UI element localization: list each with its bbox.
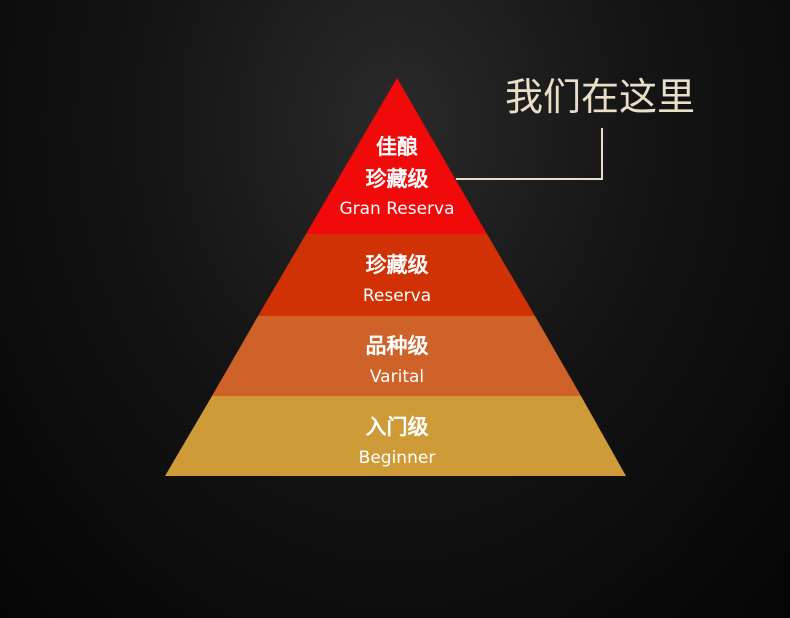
- tier-reserva-cn: 珍藏级: [366, 253, 429, 277]
- callout-label: 我们在这里: [505, 75, 695, 119]
- tier-beginner-en: Beginner: [359, 448, 436, 468]
- tier-gran-reserva-cn-line-2: 珍藏级: [366, 167, 429, 191]
- tier-varital-cn: 品种级: [366, 334, 429, 358]
- tier-reserva: 珍藏级 Reserva: [258, 234, 535, 316]
- tier-varital: 品种级 Varital: [212, 316, 581, 396]
- tier-gran-reserva-shape: [306, 78, 487, 234]
- tier-beginner-cn: 入门级: [366, 415, 429, 439]
- tier-gran-reserva-cn-line-1: 佳酿: [376, 135, 418, 159]
- tier-beginner: 入门级 Beginner: [165, 396, 626, 476]
- tier-gran-reserva-en: Gran Reserva: [339, 199, 454, 219]
- tier-gran-reserva: 佳酿 珍藏级 Gran Reserva: [306, 78, 487, 234]
- tier-varital-shape: [212, 316, 581, 396]
- tier-reserva-shape: [258, 234, 535, 316]
- callout: 我们在这里: [456, 75, 695, 180]
- tier-beginner-shape: [165, 396, 626, 476]
- tier-reserva-en: Reserva: [363, 286, 431, 306]
- callout-connector-line: [456, 128, 603, 180]
- tier-varital-en: Varital: [370, 367, 424, 387]
